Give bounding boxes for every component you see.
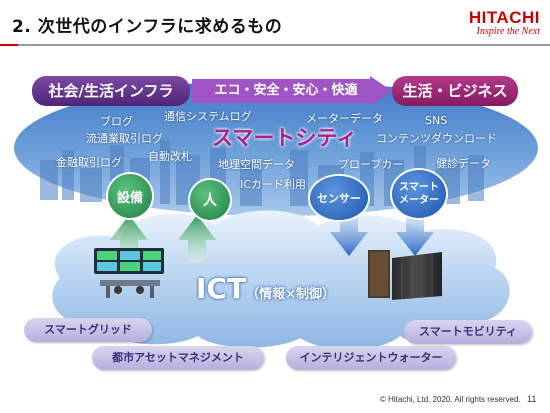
solution-smart-mobility: スマートモビリティ (404, 320, 532, 344)
copyright: © Hitachi, Ltd. 2020. All rights reserve… (380, 395, 521, 404)
ict-label: ICT（情報×制御） (196, 272, 335, 305)
server-racks-image (368, 250, 442, 300)
control-room-image (94, 248, 164, 298)
person-circle: 人 (190, 180, 230, 220)
solution-urban-asset: 都市アセットマネジメント (92, 346, 264, 370)
word-auto-gate: 自動改札 (148, 150, 192, 163)
word-content-download: コンテンツダウンロード (376, 132, 497, 145)
smart-city-label: スマートシティ (212, 126, 358, 150)
page-number: 11 (527, 394, 537, 404)
social-infrastructure-pill: 社会/生活インフラ (32, 76, 190, 106)
word-ic-card: ICカード利用 (240, 178, 306, 191)
ict-main: ICT (196, 272, 247, 305)
solution-intelligent-water: インテリジェントウォーター (286, 346, 456, 370)
word-meter-data: メーターデータ (306, 112, 383, 125)
title-divider (0, 44, 550, 46)
sensor-circle: センサー (310, 176, 368, 220)
green-up-arrows (110, 215, 216, 262)
logo-tagline: Inspire the Next (476, 26, 540, 37)
life-business-pill: 生活・ビジネス (392, 76, 518, 106)
word-sns: SNS (425, 114, 448, 127)
smart-meter-line2: メーター (399, 195, 439, 206)
facility-circle: 設備 (108, 174, 152, 218)
word-geo-data: 地理空間データ (218, 158, 295, 171)
word-probe-car: プローブカー (338, 158, 404, 171)
ict-cloud (52, 210, 510, 350)
word-health-data: 健診データ (436, 157, 491, 170)
word-comm-log: 通信システムログ (164, 110, 252, 123)
smart-meter-circle: スマート メーター (392, 170, 446, 218)
word-finance-log: 金融取引ログ (56, 156, 122, 169)
word-blog: ブログ (100, 115, 133, 128)
hitachi-logo: HITACHI Inspire the Next (469, 8, 540, 37)
smart-meter-line1: スマート (399, 182, 439, 193)
word-distribution-log: 流通業取引ログ (86, 132, 163, 145)
eco-safety-arrow (192, 76, 392, 106)
page-title: 2. 次世代のインフラに求めるもの (12, 17, 283, 37)
blue-down-arrows (330, 210, 434, 256)
ict-sub: （情報×制御） (246, 287, 335, 302)
logo-wordmark: HITACHI (468, 8, 540, 27)
solution-smart-grid: スマートグリッド (24, 318, 152, 342)
eco-safety-label: エコ・安全・安心・快適 (214, 83, 358, 98)
